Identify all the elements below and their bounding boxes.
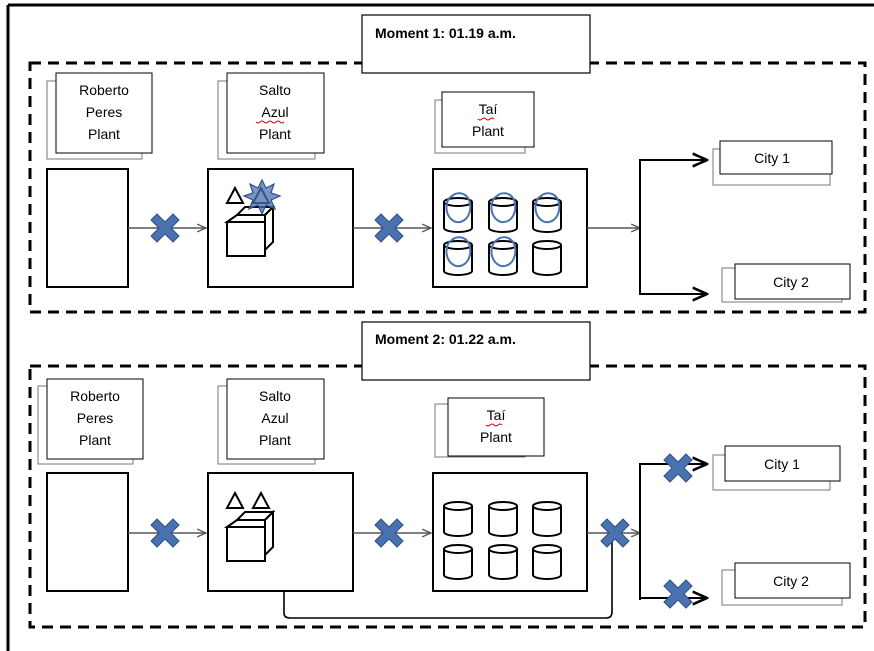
turbine-icon <box>532 240 562 276</box>
city-1-label: City 1 <box>754 150 790 166</box>
roberto-label-line-1: Roberto <box>79 82 129 98</box>
turbine-group <box>443 197 562 276</box>
turbine-icon <box>488 197 518 233</box>
fault-x-icon <box>374 518 404 548</box>
salto-label-line-2: Azul <box>261 410 288 426</box>
turbine-icon <box>532 501 562 537</box>
turbine-group <box>443 501 562 580</box>
turbine-icon <box>443 501 473 537</box>
moment-2-panel: Moment 2: 01.22 a.m. Roberto Peres Plant… <box>28 321 867 629</box>
failure-scribbles <box>445 192 561 268</box>
city-2-box <box>734 562 851 599</box>
moment-1-title: Moment 1: 01.19 a.m. <box>375 25 516 41</box>
salto-label-line-3: Plant <box>259 432 291 448</box>
city-1-label: City 1 <box>764 456 800 472</box>
salto-label-line-2: Azul <box>261 104 288 120</box>
salto-plant-box <box>207 168 354 288</box>
turbine-icon <box>488 501 518 537</box>
turbine-icon <box>488 240 518 276</box>
tai-label-line-1: Taí <box>487 407 506 423</box>
roberto-label-line-3: Plant <box>88 126 120 142</box>
branch-to-city-2 <box>639 228 707 294</box>
transformer-cube-icon <box>223 509 276 562</box>
roberto-label-line-2: Peres <box>77 410 114 426</box>
branch-to-city-1 <box>639 464 707 600</box>
branch-to-city-1 <box>639 160 707 292</box>
roberto-label-line-2: Peres <box>86 104 123 120</box>
roberto-label-box <box>46 378 144 460</box>
fault-x-icon <box>150 213 180 243</box>
spellcheck-underline <box>255 120 285 124</box>
turbine-icon <box>532 197 562 233</box>
roberto-plant-box <box>46 472 129 592</box>
transformer-cube-icon <box>223 204 276 257</box>
roberto-label-line-1: Roberto <box>70 388 120 404</box>
city-2-box <box>734 263 851 300</box>
salto-label-line-1: Salto <box>259 82 291 98</box>
salto-label-line-3: Plant <box>259 126 291 142</box>
city-2-label: City 2 <box>773 573 809 589</box>
fault-x-icon <box>663 579 693 609</box>
roberto-label-box <box>55 72 153 154</box>
turbine-icon <box>443 240 473 276</box>
roberto-label-line-3: Plant <box>79 432 111 448</box>
city-1-box <box>724 445 841 482</box>
moment-2-title-box <box>361 321 591 381</box>
fault-x-icon <box>600 518 630 548</box>
spellcheck-underline <box>477 117 495 121</box>
roberto-plant-box <box>46 168 129 288</box>
city-1-box <box>719 140 833 175</box>
tai-label-line-1: Taí <box>479 101 498 117</box>
salto-label-line-1: Salto <box>259 388 291 404</box>
tai-label-line-2: Plant <box>480 429 512 445</box>
turbine-icon <box>443 544 473 580</box>
explosion-burst-icon <box>242 178 282 216</box>
spellcheck-underline <box>485 423 503 427</box>
moment-1-title-box <box>361 14 591 74</box>
tai-label-box <box>447 397 545 457</box>
fault-x-icon <box>663 453 693 483</box>
fault-x-icon <box>374 213 404 243</box>
turbine-icon <box>532 544 562 580</box>
salto-label-box <box>226 72 325 154</box>
salto-label-box <box>226 378 325 460</box>
moment-2-title: Moment 2: 01.22 a.m. <box>375 331 516 347</box>
bypass-line-salto-to-branch <box>283 540 613 619</box>
turbine-icon <box>443 197 473 233</box>
moment-1-panel: Moment 1: 01.19 a.m. Roberto Peres Plant… <box>28 14 867 314</box>
fault-x-icon <box>150 518 180 548</box>
insulator-icon <box>225 490 271 509</box>
tai-label-box <box>441 91 535 148</box>
tai-label-line-2: Plant <box>472 123 504 139</box>
city-2-label: City 2 <box>773 274 809 290</box>
turbine-icon <box>488 544 518 580</box>
